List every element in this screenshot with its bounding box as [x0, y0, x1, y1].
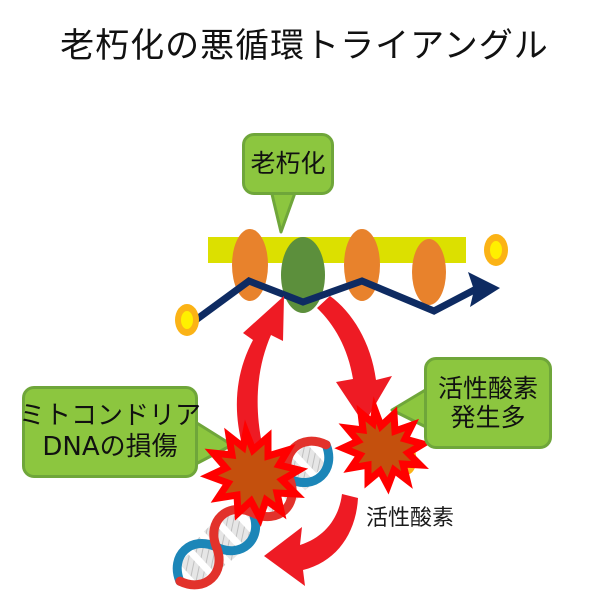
yellow-circle-left-core	[181, 311, 193, 329]
arrow-ros-to-damage	[264, 494, 358, 586]
burst-free-radical	[334, 396, 432, 495]
callout-tail-aging	[269, 188, 298, 234]
callout-aging[interactable]: 老朽化	[242, 133, 334, 195]
callout-reactive-oxygen-species[interactable]: 活性酸素 発生多	[424, 357, 552, 449]
arrow-aging-to-ros	[317, 296, 392, 424]
dna-strand-red	[175, 436, 331, 590]
yellow-circle-right-core	[490, 241, 502, 259]
page-title: 老朽化の悪循環トライアングル	[60, 26, 549, 66]
membrane-polyline	[190, 272, 500, 325]
callout-mito-line-1: ミトコンドリア	[19, 401, 202, 432]
callout-ros-line-2: 発生多	[450, 403, 526, 432]
callout-aging-line-1: 老朽化	[250, 149, 326, 179]
callout-mitochondrial-dna-damage[interactable]: ミトコンドリア DNAの損傷	[19, 386, 202, 478]
label-reactive-oxygen-species: 活性酸素	[366, 506, 455, 531]
arrow-damage-to-aging	[236, 296, 284, 448]
burst-on-dna	[199, 419, 309, 527]
membrane-ellipse-orange-2	[344, 229, 380, 301]
membrane-ellipse-orange-3	[412, 239, 446, 305]
membrane-end-circles	[175, 234, 508, 336]
callout-mito-line-2: DNAの損傷	[42, 432, 178, 462]
callout-ros-line-1: 活性酸素	[437, 373, 538, 403]
